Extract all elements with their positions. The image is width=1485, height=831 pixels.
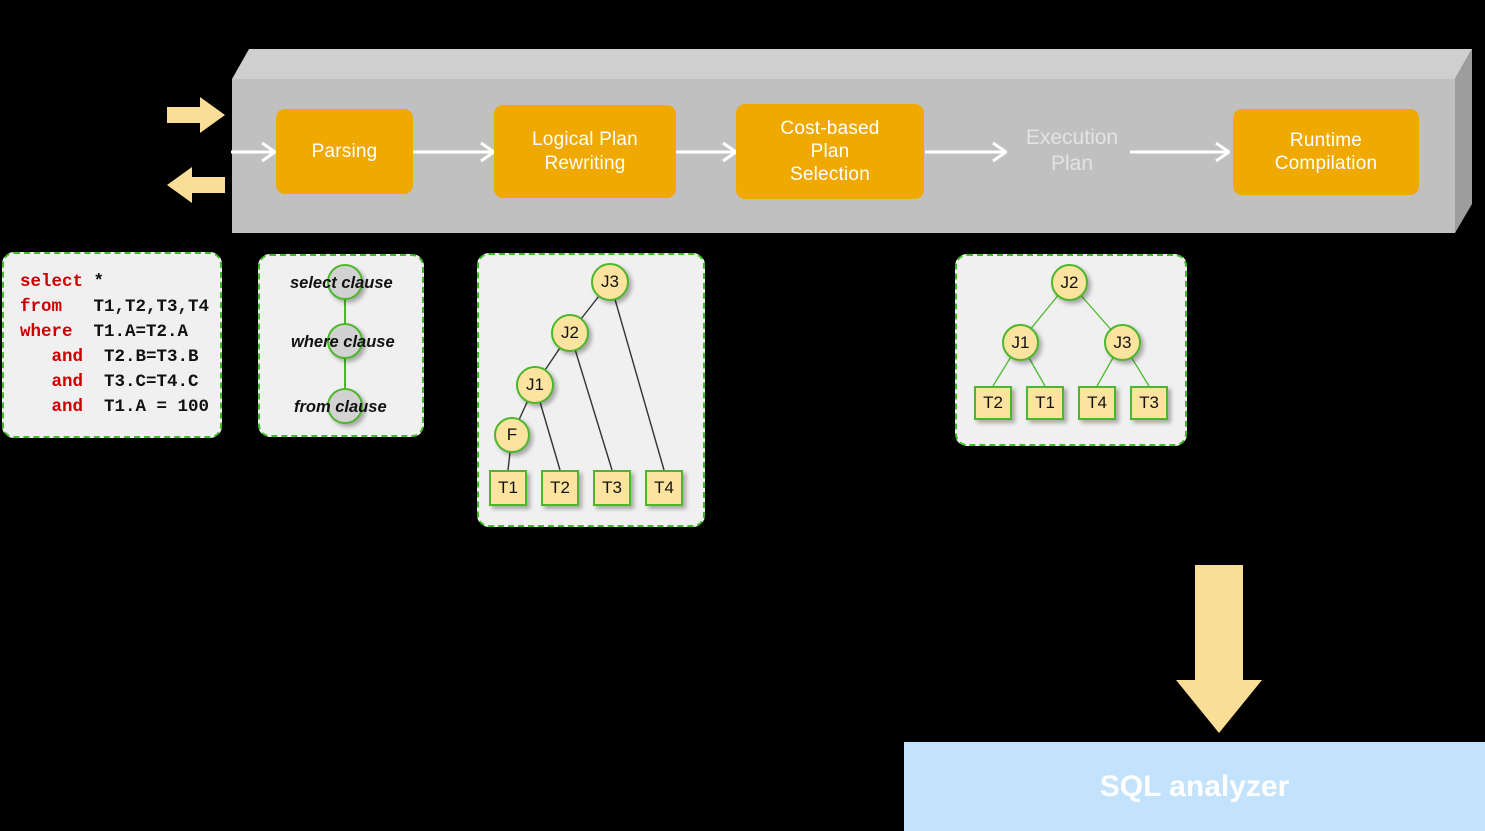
node-label: T2 bbox=[983, 393, 1003, 412]
clause-label-from: from clause bbox=[294, 398, 387, 416]
pipeline-stage-label: Parsing bbox=[311, 140, 378, 162]
join-node-j2[interactable]: J2 bbox=[551, 314, 589, 352]
clause-label-where: where clause bbox=[291, 333, 395, 351]
node-label: J1 bbox=[526, 375, 544, 394]
box-top-face bbox=[232, 49, 1472, 79]
box-side-face bbox=[1455, 49, 1472, 233]
node-label: J3 bbox=[601, 272, 619, 291]
sql-query-panel: select * from T1,T2,T3,T4 where T1.A=T2.… bbox=[2, 252, 222, 438]
pipeline-arrow-5 bbox=[1130, 140, 1230, 164]
table-node-t1[interactable]: T1 bbox=[489, 470, 527, 506]
bushy-table-node-t3[interactable]: T3 bbox=[1130, 386, 1168, 420]
output-block-arrow bbox=[167, 167, 225, 203]
sql-analyzer-label: SQL analyzer bbox=[1099, 769, 1290, 803]
pipeline-arrow-4 bbox=[925, 140, 1007, 164]
join-node-j3[interactable]: J3 bbox=[591, 263, 629, 301]
node-label: T1 bbox=[498, 478, 518, 497]
pipeline-arrow-1 bbox=[231, 140, 276, 164]
node-label: T3 bbox=[602, 478, 622, 497]
bushy-table-node-t1[interactable]: T1 bbox=[1026, 386, 1064, 420]
clause-label-select: select clause bbox=[290, 274, 393, 292]
bushy-table-node-t4[interactable]: T4 bbox=[1078, 386, 1116, 420]
table-node-t2[interactable]: T2 bbox=[541, 470, 579, 506]
sql-analyzer-box[interactable]: SQL analyzer bbox=[904, 742, 1485, 831]
node-label: T1 bbox=[1035, 393, 1055, 412]
node-label: J2 bbox=[1060, 272, 1079, 292]
filter-node-f[interactable]: F bbox=[494, 417, 530, 453]
pipeline-stage-parsing[interactable]: Parsing bbox=[276, 109, 413, 194]
input-block-arrow bbox=[167, 97, 225, 133]
node-label: T3 bbox=[1139, 393, 1159, 412]
node-label: F bbox=[506, 425, 518, 444]
bushy-table-node-t2[interactable]: T2 bbox=[974, 386, 1012, 420]
analyzer-down-arrow bbox=[1176, 565, 1262, 733]
pipeline-arrow-2 bbox=[413, 140, 495, 164]
clause-node-select[interactable] bbox=[327, 264, 363, 300]
node-label: T4 bbox=[654, 478, 674, 497]
clause-node-where[interactable] bbox=[327, 323, 363, 359]
clause-node-from[interactable] bbox=[327, 388, 363, 424]
node-label: J1 bbox=[1011, 332, 1030, 352]
node-label: J3 bbox=[1113, 332, 1132, 352]
bushy-join-node-j3[interactable]: J3 bbox=[1104, 324, 1141, 361]
join-node-j1[interactable]: J1 bbox=[516, 366, 554, 404]
pipeline-arrow-3 bbox=[675, 140, 737, 164]
table-node-t3[interactable]: T3 bbox=[593, 470, 631, 506]
table-node-t4[interactable]: T4 bbox=[645, 470, 683, 506]
node-label: J2 bbox=[561, 323, 579, 342]
node-label: T4 bbox=[1087, 393, 1107, 412]
bushy-join-node-j2[interactable]: J2 bbox=[1051, 264, 1088, 301]
sql-query-text: select * from T1,T2,T3,T4 where T1.A=T2.… bbox=[20, 272, 210, 417]
node-label: T2 bbox=[550, 478, 570, 497]
bushy-join-node-j1[interactable]: J1 bbox=[1002, 324, 1039, 361]
